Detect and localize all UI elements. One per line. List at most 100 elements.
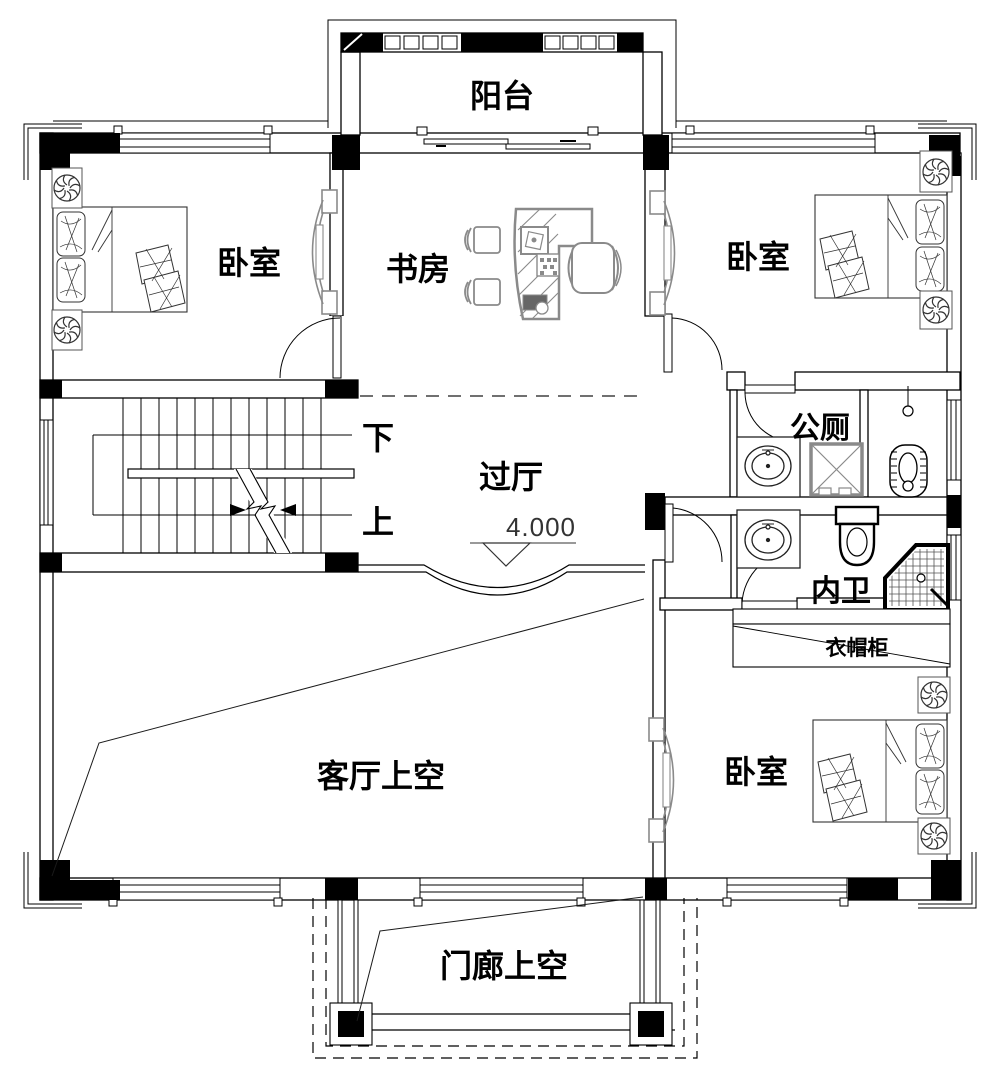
balcony-wall-left [340,51,361,136]
column [332,135,360,170]
corner-trim-top-right [918,123,977,180]
window-right-1 [946,399,962,481]
column [848,878,898,900]
window-top-left [117,132,271,154]
stair-landing-edge [92,434,352,516]
window-stair-left [39,419,54,526]
office-chair [567,242,622,294]
porch-column [338,1011,364,1037]
column [40,380,62,398]
porch-dashed-outline [312,898,698,1059]
room-label-bedroom-top-right: 卧室 [726,239,790,275]
stairs [92,398,355,554]
shower-tray [809,442,864,497]
stair-break-line [249,468,291,554]
toilet [834,505,880,567]
elevation-value: 4.000 [506,512,576,542]
exterior-trim [23,19,977,909]
stair-break-arrow [280,504,296,516]
nightstands [51,150,953,855]
bathroom-fixtures [736,386,951,612]
wardrobe [732,608,951,668]
column [931,860,961,900]
porch-void-diagonal [356,896,644,1022]
window-top-right [671,132,876,154]
column [325,878,358,900]
wall-stair-south [39,552,359,573]
door-public-toilet [744,384,796,443]
hall-railing-inner [358,571,645,596]
stairs-down-label: 下 [362,420,394,456]
doors [279,313,798,610]
porch-column [638,1011,664,1037]
room-label-bedroom-bottom-right: 卧室 [724,754,788,790]
balcony-sliding-door [413,136,593,150]
room-label-private-bath: 内卫 [811,575,871,608]
squat-toilet [889,444,928,498]
stair-break-arrow [230,504,246,516]
wall-toilet-west [729,389,738,498]
washbasin [744,445,792,487]
labels: 阳台 卧室 书房 卧室 过厅 公厕 内卫 卧室 客厅上空 门廊上空 下 上 4.… [217,78,889,984]
pendant-lamp [902,386,914,417]
wall-stair-north [39,379,359,399]
furniture [51,150,953,855]
corner-trim-bottom-right [918,852,977,909]
hall-railing-outer [358,564,645,589]
room-label-hallway: 过厅 [479,459,543,495]
stairs-up-label: 上 [362,504,394,540]
corner-trim-top-left [23,123,82,180]
column [70,880,120,900]
column [645,493,665,530]
column [947,495,961,528]
column [325,380,358,398]
balcony-trim [327,19,677,128]
corner-shower [883,543,951,612]
room-label-public-toilet: 公厕 [790,412,850,445]
wall-toilet-north-b [794,371,961,391]
porch-beams [335,1013,675,1031]
column [40,860,70,900]
living-void-diagonal [51,598,645,877]
room-label-balcony: 阳台 [470,78,534,114]
porch [312,898,698,1059]
elevation-triangle-icon [481,542,532,567]
door-bedroom-top-left [279,315,344,379]
window-bottom-1 [112,877,281,901]
stair-break-band [234,469,292,553]
bed [52,206,188,313]
room-label-study: 书房 [386,251,450,287]
stair-break-line [235,468,277,554]
void-markers [51,395,645,1022]
windows [39,125,962,907]
elevation-marker [470,542,576,567]
wardrobe-label: 衣帽柜 [826,636,889,660]
column [643,135,669,170]
balcony-wall-right [642,51,663,136]
guest-chair [464,278,501,306]
wall-toilet-north-a [726,371,746,391]
window-bottom-2 [419,877,584,901]
window-bottom-3 [726,877,848,901]
wall-bath-west [730,514,738,601]
wall-bath-south-a [659,597,743,611]
room-label-living-void: 客厅上空 [317,758,445,794]
column [645,878,667,900]
door-bath-vestibule [664,503,723,563]
column [325,553,358,572]
balcony-parapet-pattern [341,33,643,52]
washbasin [744,519,792,561]
wall-bath-middle [664,496,948,516]
window-tabs [108,125,875,907]
column [40,133,120,153]
bed [812,719,948,823]
column [40,553,62,572]
guest-chair [464,226,501,254]
room-label-porch-void: 门廊上空 [440,948,568,984]
porch-column-base [329,1002,373,1046]
bed [814,194,948,299]
corner-trim-bottom-left [23,852,82,909]
door-bedroom-top-right [663,313,723,373]
